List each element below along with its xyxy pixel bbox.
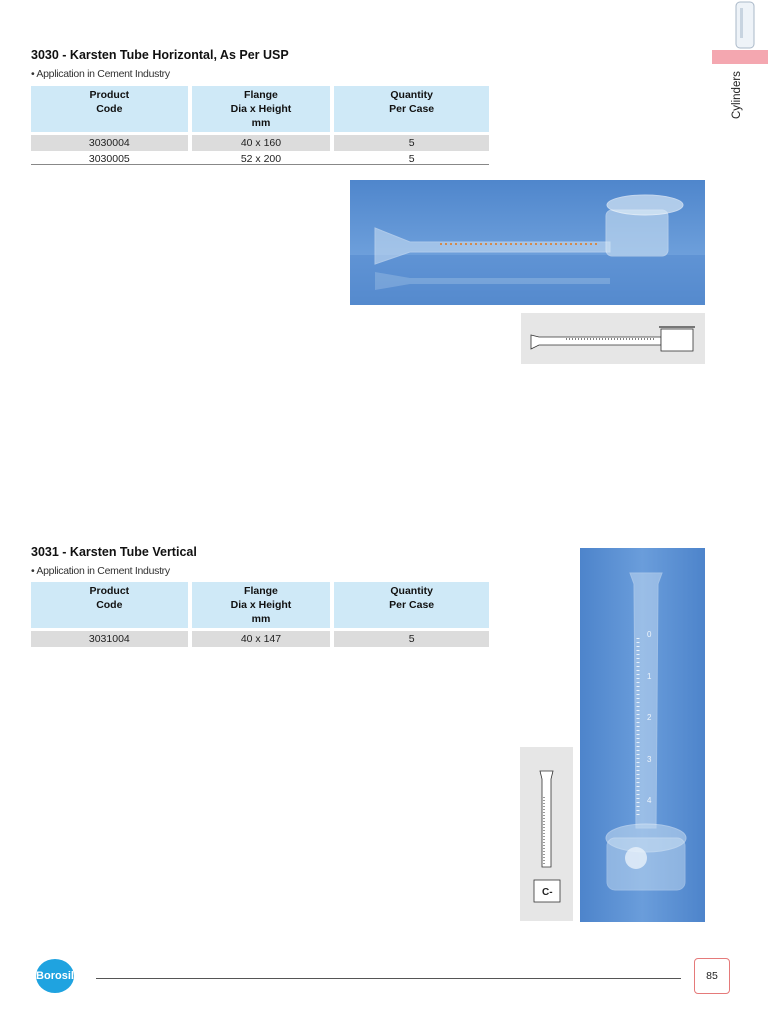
bullet-item: • Application in Cement Industry bbox=[31, 565, 170, 577]
cell-size: 40 x 147 bbox=[191, 631, 331, 647]
bullet-text: Application in Cement Industry bbox=[36, 565, 170, 577]
borosil-logo: Borosil bbox=[36, 959, 74, 993]
section-title: 3030 - Karsten Tube Horizontal, As Per U… bbox=[31, 48, 289, 62]
bullet-text: Application in Cement Industry bbox=[36, 68, 170, 80]
cylinder-thumbnail-icon bbox=[712, 1, 768, 64]
product-photo-vertical: 0 1 2 3 4 bbox=[580, 548, 705, 922]
bullet-item: • Application in Cement Industry bbox=[31, 68, 170, 80]
scale-mark: 2 bbox=[647, 713, 652, 722]
cell-code: 3030005 bbox=[88, 153, 130, 165]
table-bottom-rule bbox=[31, 164, 489, 165]
footer-rule bbox=[96, 978, 681, 979]
scale-mark: 4 bbox=[647, 796, 652, 805]
table-row: 3030005 52 x 200 5 bbox=[31, 151, 489, 167]
cell-size: 40 x 160 bbox=[191, 135, 331, 151]
product-drawing-vertical: C- bbox=[520, 747, 573, 921]
side-tab-label: Cylinders bbox=[731, 71, 743, 119]
cell-qty: 5 bbox=[334, 631, 489, 647]
scale-mark: 1 bbox=[647, 672, 652, 681]
page-number: 85 bbox=[694, 958, 730, 994]
cell-size: 52 x 200 bbox=[240, 153, 282, 165]
scale-mark: 0 bbox=[647, 630, 652, 639]
cell-code: 3031004 bbox=[31, 631, 188, 647]
table-row: 3030004 40 x 160 5 bbox=[31, 135, 489, 151]
table-row: 3031004 40 x 147 5 bbox=[31, 631, 489, 647]
cell-code: 3030004 bbox=[31, 135, 188, 151]
svg-text:C-: C- bbox=[542, 887, 553, 898]
cell-qty: 5 bbox=[408, 153, 415, 165]
section-title: 3031 - Karsten Tube Vertical bbox=[31, 545, 197, 559]
side-tab-image bbox=[712, 0, 768, 64]
product-drawing-horizontal bbox=[521, 313, 705, 364]
scale-mark: 3 bbox=[647, 755, 652, 764]
cell-qty: 5 bbox=[334, 135, 489, 151]
product-photo-horizontal bbox=[350, 180, 705, 305]
